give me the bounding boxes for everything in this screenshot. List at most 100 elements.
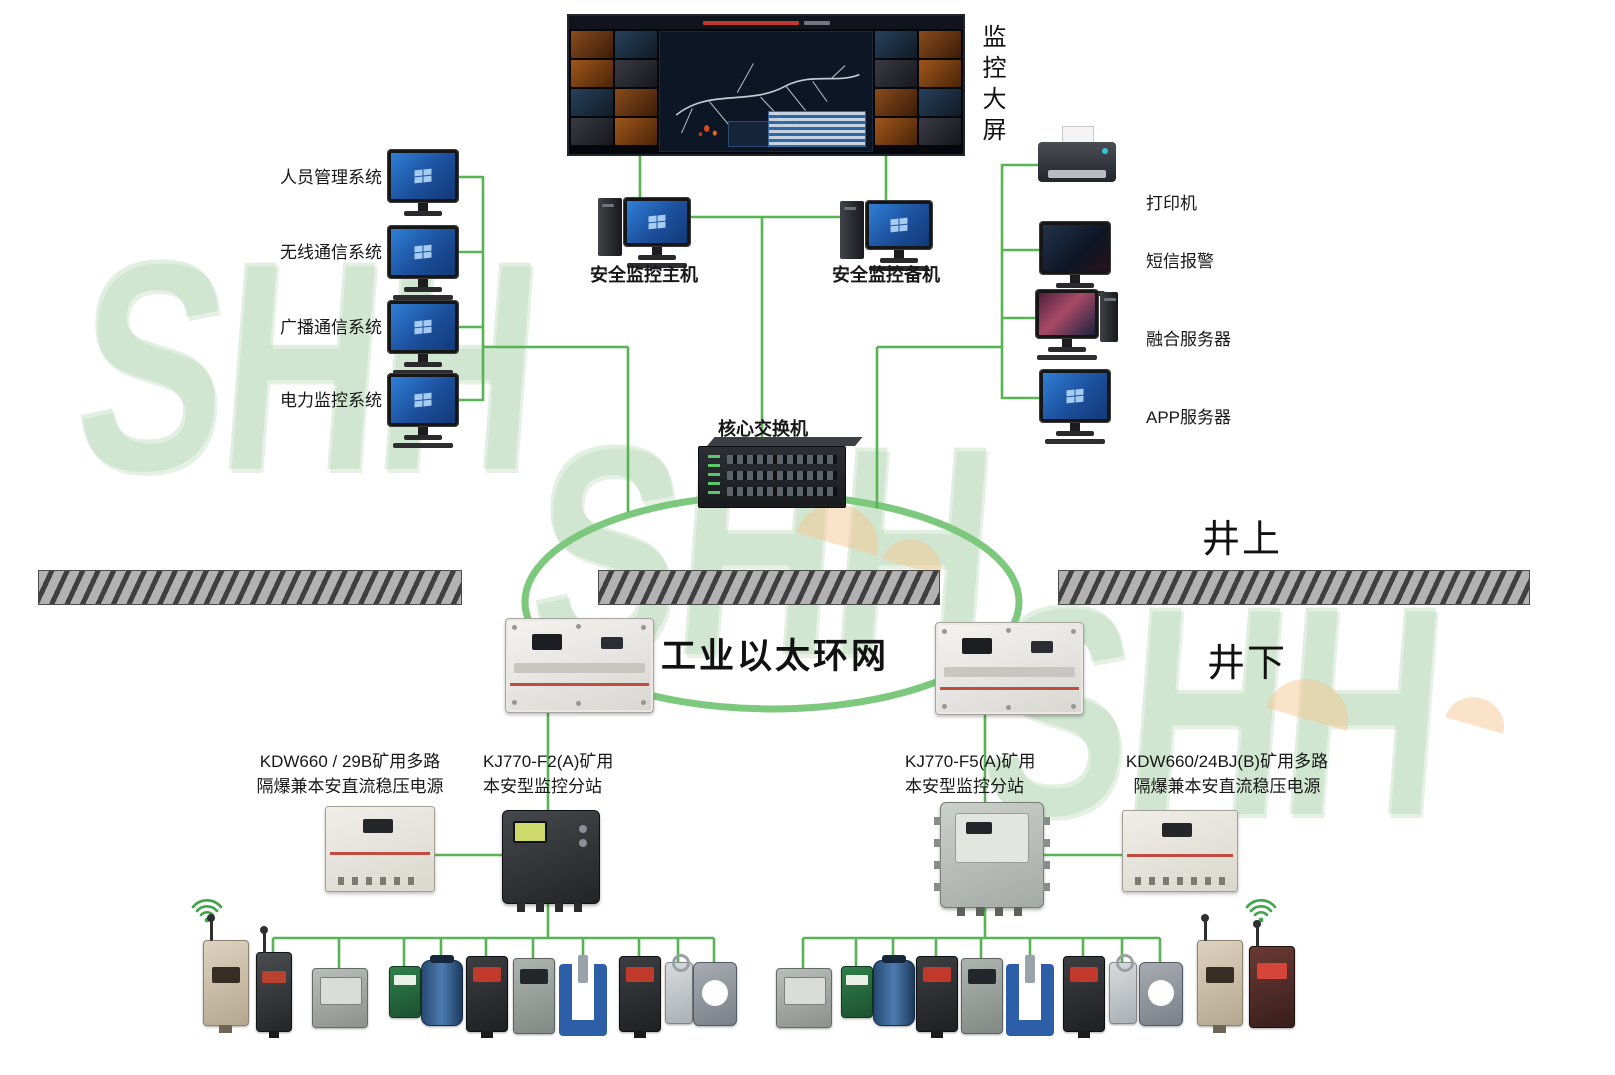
keyboard (1045, 439, 1105, 444)
power-supply-terminals (1135, 877, 1225, 885)
switch-leds (708, 455, 720, 499)
sensor-wireless-1 (203, 914, 249, 1033)
right-substation-label: KJ770-F5(A)矿用 本安型监控分站 (905, 752, 1036, 796)
video-tile (919, 60, 961, 87)
video-wall-title-bar (569, 16, 963, 29)
antenna-icon (260, 926, 268, 953)
keyboard (627, 263, 687, 268)
label-power-monitoring-system: 电力监控系统 (280, 391, 382, 410)
power-monitoring-monitor (388, 374, 458, 448)
printer-tray (1048, 170, 1106, 178)
substation-device-display (513, 821, 547, 843)
video-tile (875, 60, 917, 87)
substation-red-stripe (510, 683, 649, 686)
substation-red-stripe (940, 687, 1079, 690)
video-wall-label: 监控大屏 (978, 24, 1005, 148)
label-personnel-system: 人员管理系统 (280, 168, 382, 187)
power-supply-terminals (338, 877, 422, 885)
left-systems-links (456, 175, 630, 512)
monitor-screen (1036, 290, 1098, 338)
main-host-tower (598, 198, 622, 256)
mine-map-panel (659, 31, 873, 152)
switch-port-row (727, 455, 837, 464)
ground-bar (598, 570, 940, 605)
main-host-label: 安全监控主机 (590, 265, 698, 285)
cable-glands (957, 907, 1027, 916)
windows-logo-icon (1066, 388, 1084, 404)
left-substation-label: KJ770-F2(A)矿用 本安型监控分站 (483, 752, 614, 796)
sensor-15 (916, 956, 958, 1038)
left-power-supply-label: KDW660 / 29B矿用多路 隔爆兼本安直流稳压电源 (256, 752, 444, 796)
substation-display (532, 634, 562, 650)
video-tile-column-left (571, 31, 657, 152)
monitor-screen (1040, 370, 1110, 422)
video-tile (615, 118, 657, 145)
monitor-screen (624, 198, 690, 246)
windows-logo-icon (414, 244, 432, 260)
monitor-screen (1040, 222, 1110, 274)
core-switch-label: 核心交换机 (718, 419, 808, 439)
fusion-server-label: 融合服务器 (1146, 330, 1231, 349)
switch-port-row (727, 471, 837, 480)
substation-display (962, 638, 992, 654)
underground-zone-label: 井下 (1207, 643, 1288, 685)
video-wall (567, 14, 965, 156)
keyboard (393, 370, 453, 375)
substation-bolts (512, 625, 517, 630)
underground-links (271, 711, 1162, 968)
sensor-3 (312, 968, 368, 1028)
side-connectors (934, 817, 941, 825)
monitor-screen (388, 374, 458, 426)
sensor-wireless-21 (1197, 914, 1243, 1033)
ethernet-ring-label: 工业以太环网 (660, 637, 889, 676)
windows-logo-icon (414, 392, 432, 408)
sensor-6 (466, 956, 508, 1038)
sms-alarm-monitor (1040, 222, 1110, 296)
main-host-monitor (624, 198, 690, 268)
video-tile (875, 118, 917, 145)
substation-display (601, 637, 623, 649)
ground-bar (1058, 570, 1530, 605)
video-tile (615, 31, 657, 58)
sensor-8 (559, 955, 607, 1036)
sensor-4 (389, 966, 421, 1018)
sensor-12 (776, 968, 832, 1028)
power-supply-red-stripe (330, 852, 430, 856)
fusion-server-monitor (1036, 290, 1098, 360)
backup-host-label: 安全监控备机 (832, 265, 940, 285)
windows-logo-icon (890, 217, 908, 233)
right-devices-links (875, 163, 1040, 508)
sensor-18 (1063, 956, 1105, 1038)
label-broadcast-system: 广播通信系统 (280, 318, 382, 337)
video-tile (571, 60, 613, 87)
antenna-icon (207, 914, 215, 941)
sensor-7 (513, 958, 555, 1034)
right-power-supply-label: KDW660/24BJ(B)矿用多路 隔爆兼本安直流稳压电源 (1125, 752, 1329, 796)
video-tile (571, 31, 613, 58)
right-power-supply-device (1122, 810, 1238, 892)
mine-map-graphic (675, 63, 860, 137)
sensor-13 (841, 966, 873, 1018)
power-supply-display (362, 819, 393, 833)
video-tile (615, 89, 657, 116)
video-tile (919, 118, 961, 145)
video-tile-column-right (875, 31, 961, 152)
switch-front-face (698, 446, 846, 508)
ground-bar (38, 570, 462, 605)
surface-zone-label: 井上 (1202, 519, 1283, 561)
wireless-comm-monitor (388, 226, 458, 300)
keyboard (869, 266, 929, 271)
left-ring-substation (505, 618, 654, 713)
sensor-20 (1139, 962, 1183, 1026)
backup-host-monitor (866, 201, 932, 271)
sensor-19 (1109, 954, 1137, 1024)
label-wireless-comm-system: 无线通信系统 (280, 243, 382, 262)
monitor-screen (388, 226, 458, 278)
substation-device-display (966, 822, 992, 834)
substation-device-buttons (579, 825, 587, 833)
fusion-server-tower (1100, 292, 1118, 342)
broadcast-system-monitor (388, 301, 458, 375)
personnel-system-monitor (388, 150, 458, 216)
keyboard (393, 443, 453, 448)
